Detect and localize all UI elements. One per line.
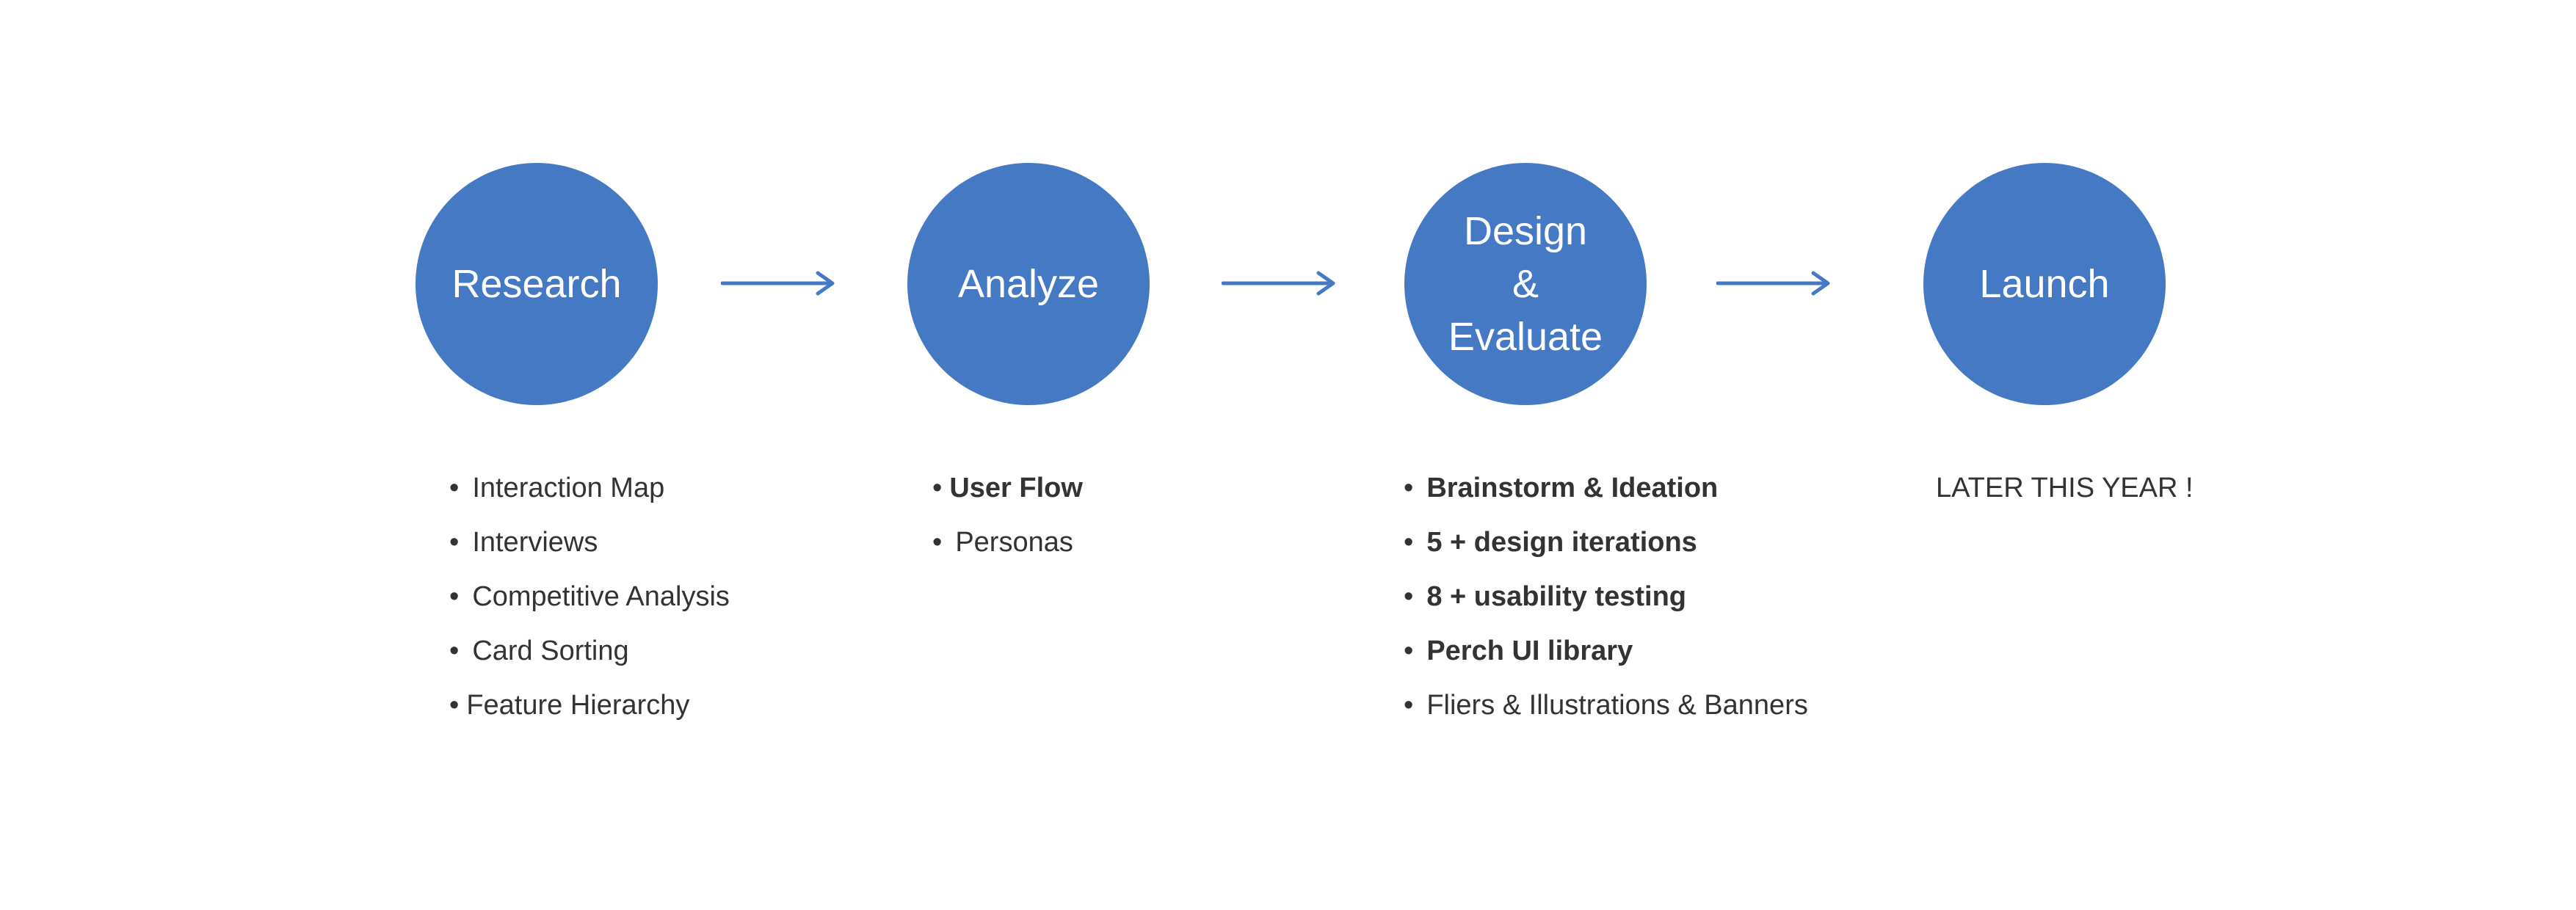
research-list: •Interaction Map •Interviews •Competitiv… [449, 461, 730, 732]
list-item: •Interviews [449, 526, 598, 558]
list-item: •User Flow [932, 472, 1083, 503]
bullet-icon: • [932, 472, 943, 503]
bullet-icon: • [1404, 580, 1414, 612]
step-research-circle: Research [416, 163, 658, 405]
launch-note: LATER THIS YEAR ! [1936, 472, 2194, 503]
list-item: •Interaction Map [449, 472, 665, 503]
bullet-icon: • [1404, 635, 1414, 666]
bullet-icon: • [1404, 689, 1414, 721]
list-item: •Perch UI library [1404, 635, 1633, 666]
bullet-icon: • [449, 689, 460, 721]
list-item: •Brainstorm & Ideation [1404, 472, 1719, 503]
arrow-right-icon [1222, 271, 1335, 296]
bullet-icon: • [1404, 472, 1414, 503]
list-item: •Fliers & Illustrations & Banners [1404, 689, 1808, 721]
design-evaluate-list: •Brainstorm & Ideation •5 + design itera… [1404, 461, 1808, 732]
step-analyze-circle: Analyze [907, 163, 1150, 405]
step-analyze-title: Analyze [957, 262, 1100, 306]
arrow-right-icon [1716, 271, 1830, 296]
list-item: •Personas [932, 526, 1073, 558]
bullet-icon: • [1404, 526, 1414, 558]
list-item: •8 + usability testing [1404, 580, 1687, 612]
step-launch-circle: Launch [1923, 163, 2166, 405]
step-design-evaluate-title: Design & Evaluate [1448, 209, 1603, 359]
list-item: •Card Sorting [449, 635, 629, 666]
bullet-icon: • [932, 526, 943, 558]
bullet-icon: • [449, 472, 460, 503]
bullet-icon: • [449, 526, 460, 558]
step-launch-title: Launch [1979, 262, 2110, 306]
analyze-list: •User Flow •Personas [932, 461, 1083, 569]
bullet-icon: • [449, 580, 460, 612]
arrow-right-icon [721, 271, 835, 296]
step-research-title: Research [451, 262, 622, 306]
bullet-icon: • [449, 635, 460, 666]
list-item: •Competitive Analysis [449, 580, 730, 612]
step-design-evaluate-circle: Design & Evaluate [1404, 163, 1647, 405]
list-item: •5 + design iterations [1404, 526, 1697, 558]
list-item: •Feature Hierarchy [449, 689, 690, 721]
